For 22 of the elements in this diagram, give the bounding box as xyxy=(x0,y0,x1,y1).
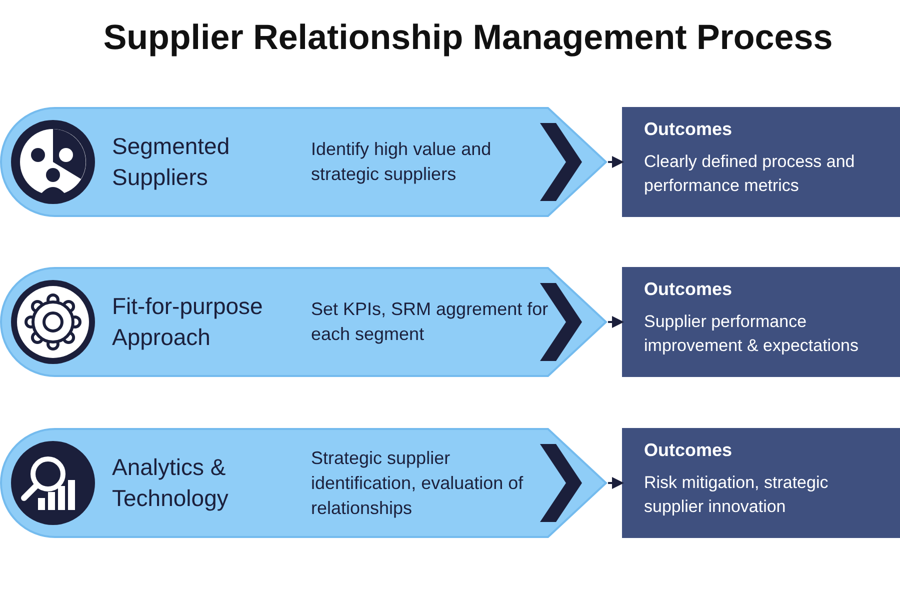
outcome-text: Risk mitigation, strategic supplier innovation xyxy=(644,472,830,518)
arrow-banner xyxy=(0,107,608,217)
title: Supplier Relationship Management Process xyxy=(102,18,834,58)
banner-description: Set KPIs, SRM aggrement for each segment xyxy=(311,298,550,346)
outcome-text: Clearly defined process and performance metrics xyxy=(644,151,856,197)
outcome-box xyxy=(622,107,900,217)
outcome-heading: Outcomes xyxy=(644,440,732,461)
outcome-heading: Outcomes xyxy=(644,279,732,300)
banner-description: Identify high value and strategic suppliers xyxy=(311,138,492,186)
banner-title: Analytics & Technology xyxy=(112,453,230,513)
outcome-text: Supplier performance improvement & expectations xyxy=(644,311,860,357)
outcome-box xyxy=(622,428,900,538)
outcome-heading: Outcomes xyxy=(644,119,732,140)
arrow xyxy=(608,477,624,489)
arrow-banner xyxy=(0,267,608,377)
arrow-banner xyxy=(0,428,608,538)
outcome-box xyxy=(622,267,900,377)
arrow xyxy=(608,156,624,168)
banner-title: Segmented Suppliers xyxy=(112,132,231,192)
arrow xyxy=(608,316,624,328)
banner-description: Strategic supplier identification, evaluation of relationships xyxy=(311,447,524,520)
banner-title: Fit-for-purpose Approach xyxy=(112,292,264,352)
